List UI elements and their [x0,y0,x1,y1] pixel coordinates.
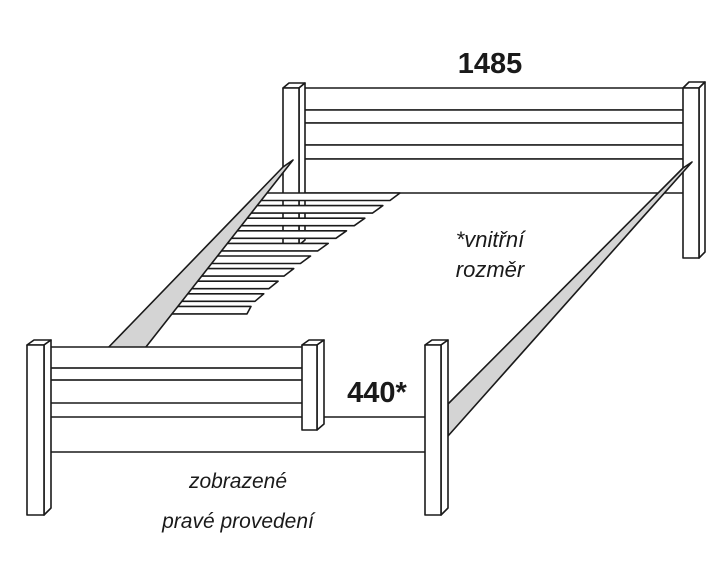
bed-slat [218,242,330,252]
headboard-right-post [682,87,700,259]
inner-size-note-line2: rozměr [456,257,526,282]
headboard-gap-2 [302,144,685,160]
footboard-left-post [26,344,45,516]
footboard [26,339,449,516]
shown-variant-note-line2: pravé provedení [161,510,316,533]
headboard-board [302,158,685,194]
headboard-right-post-side [698,81,706,259]
footboard-middle-post [301,344,318,431]
shown-variant-note-line1: zobrazené [188,470,287,493]
width-dimension: 1485 [458,48,523,80]
bed-slat [208,255,312,265]
headboard-rail-top [302,87,685,111]
footboard-rail-top [45,346,304,369]
bed-slat [188,280,279,290]
bed-slat [179,292,265,303]
headboard-rail-middle [302,122,685,146]
bed-slat [169,305,252,315]
footboard-right-post [424,344,442,516]
footboard-board [45,416,427,453]
headboard-gap-1 [302,109,685,124]
bed-slat [238,217,366,227]
footboard-middle-post-side [316,339,325,431]
bed-slat [258,192,401,202]
bed-slat [248,204,384,214]
bed-slat [228,230,348,240]
inner-size-note-line1: *vnitřní [456,227,526,252]
bed-slat [198,267,295,277]
footboard-rail-middle [45,379,304,404]
right-side-rail [447,161,693,437]
footboard-right-post-side [440,339,449,516]
height-dimension: 440* [347,377,407,409]
footboard-left-post-side [43,339,52,516]
